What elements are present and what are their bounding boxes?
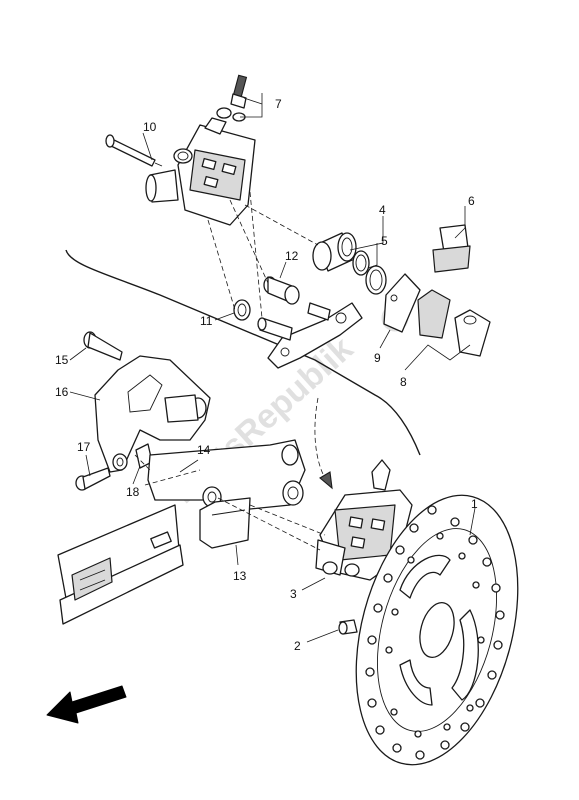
callout-12: 12 [285, 249, 299, 263]
callout-3: 3 [290, 587, 297, 601]
lower-alignment-lines [134, 454, 326, 551]
callout-10: 10 [143, 120, 157, 134]
torque-block [199, 497, 251, 549]
callout-6: 6 [468, 194, 475, 208]
bracket-bolt-lower [75, 467, 111, 491]
brake-disc [355, 494, 519, 766]
callout-13: 13 [233, 569, 247, 583]
caliper-mounting-arm [147, 439, 306, 511]
assembly-arrow [314, 397, 333, 490]
disc-holes [365, 505, 505, 760]
swingarm [57, 504, 184, 625]
callout-18: 18 [126, 485, 140, 499]
caliper-piston [312, 232, 357, 272]
callout-14: 14 [197, 443, 211, 457]
brake-pads [417, 289, 491, 357]
piston-seals [352, 250, 387, 295]
upper-caliper-bracket [257, 302, 363, 369]
slide-pin [263, 276, 300, 305]
callout-2: 2 [294, 639, 301, 653]
callout-1: 1 [471, 497, 478, 511]
bleed-screw [216, 74, 248, 122]
slide-pin-boot [233, 299, 251, 321]
pad-shim [383, 273, 421, 333]
callout-16: 16 [55, 385, 69, 399]
callout-11: 11 [200, 314, 213, 328]
callout-8: 8 [400, 375, 407, 389]
upper-caliper [145, 117, 256, 226]
callout-5: 5 [381, 234, 388, 248]
callout-9: 9 [374, 351, 381, 365]
callout-17: 17 [77, 440, 91, 454]
callouts: 1 2 3 4 5 6 7 8 9 10 11 12 13 14 15 16 1… [55, 97, 478, 653]
callout-15: 15 [55, 353, 69, 367]
front-direction-arrow-icon [46, 685, 127, 724]
upper-alignment-lines [207, 191, 319, 319]
slide-pin-bolt [105, 134, 163, 167]
pad-clip [432, 224, 471, 273]
callout-7: 7 [275, 97, 282, 111]
caliper-support-bracket [94, 355, 211, 473]
section-divider [65, 249, 421, 456]
disc-bolt [338, 619, 358, 635]
callout-4: 4 [379, 203, 386, 217]
leader-lines [69, 93, 476, 643]
bracket-bolt-upper [83, 331, 123, 361]
